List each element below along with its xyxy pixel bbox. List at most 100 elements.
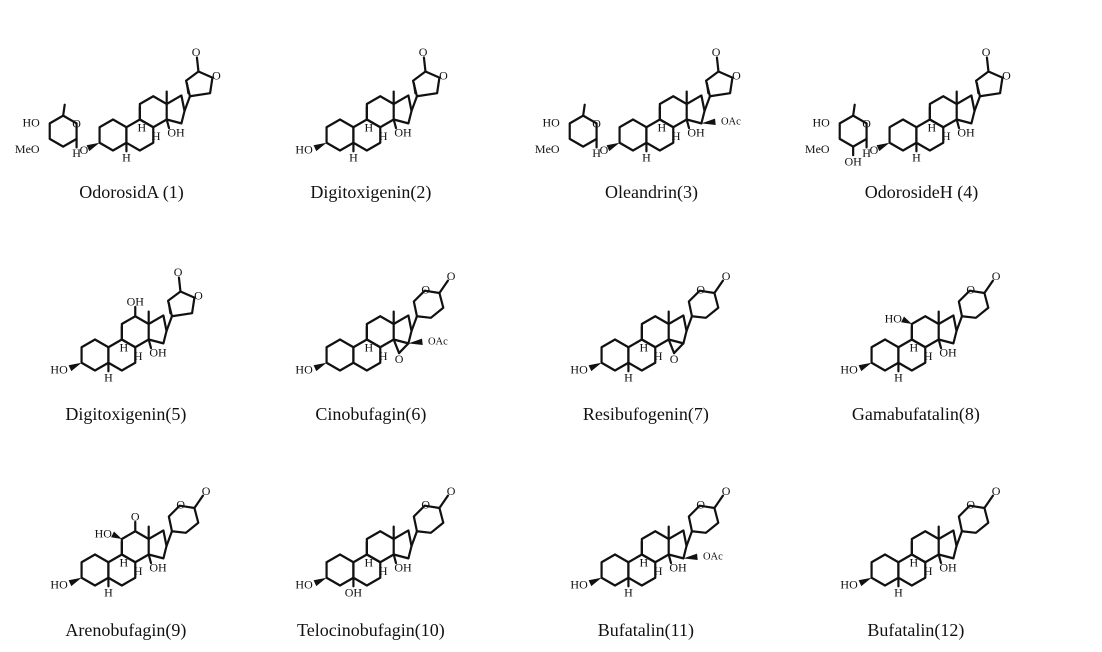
h-label: H bbox=[138, 120, 147, 134]
c17-bond bbox=[165, 315, 174, 333]
carbonyl-bond bbox=[715, 56, 720, 73]
ring-d bbox=[392, 529, 413, 560]
c16-oac-label: OAc bbox=[721, 116, 741, 127]
compound-name: Arenobufagin(9) bbox=[65, 620, 186, 641]
h-label: H bbox=[924, 349, 933, 363]
carbonyl-bond bbox=[195, 56, 200, 73]
c14-bond bbox=[667, 553, 673, 565]
c3-wedge bbox=[858, 577, 872, 587]
carbonyl-bond bbox=[983, 494, 995, 510]
c12-oh-label: OH bbox=[127, 295, 145, 309]
c3-oh-label: HO bbox=[295, 578, 313, 592]
sugar-ome-label: MeO bbox=[805, 142, 830, 156]
ring-oxygen: O bbox=[421, 498, 430, 512]
c3-oh-label: HO bbox=[295, 143, 313, 157]
c17-bond bbox=[955, 315, 964, 333]
ring-a bbox=[888, 118, 918, 152]
ring-oxygen: O bbox=[439, 69, 448, 83]
h-label: H bbox=[152, 129, 161, 143]
ring-a bbox=[325, 118, 355, 152]
c17-bond bbox=[703, 95, 712, 113]
ring-a bbox=[618, 118, 648, 152]
c5-label: H bbox=[912, 150, 921, 164]
carbonyl-oxygen: O bbox=[982, 45, 991, 59]
sugar-ring bbox=[48, 114, 78, 148]
c3-wedge bbox=[313, 577, 327, 587]
c14-oh-label: OH bbox=[939, 346, 957, 360]
sugar-methyl bbox=[62, 103, 66, 117]
h-label: H bbox=[134, 564, 143, 578]
c5-label: H bbox=[624, 370, 633, 384]
c14-bond bbox=[147, 338, 153, 350]
ring-a bbox=[870, 338, 900, 372]
compound-name: Telocinobufagin(10) bbox=[297, 620, 445, 641]
carbonyl-oxygen: O bbox=[192, 45, 201, 59]
carbonyl-bond bbox=[713, 494, 725, 510]
c3-wedge bbox=[68, 362, 82, 372]
h-label: H bbox=[672, 129, 681, 143]
carbonyl-bond bbox=[438, 279, 450, 295]
c11-wedge bbox=[901, 316, 912, 324]
sugar-methyl bbox=[582, 103, 586, 117]
carbonyl-bond bbox=[983, 279, 995, 295]
h-label: H bbox=[379, 349, 388, 363]
epoxide-bond bbox=[392, 338, 401, 355]
epoxide-oxygen: O bbox=[670, 352, 679, 366]
compound-name: Digitoxigenin(2) bbox=[310, 182, 431, 203]
ring-oxygen: O bbox=[176, 498, 185, 512]
c14-bond bbox=[937, 338, 943, 350]
c5-label: H bbox=[642, 150, 651, 164]
c3-wedge bbox=[606, 142, 620, 152]
h-label: H bbox=[654, 349, 663, 363]
h-label: H bbox=[365, 340, 374, 354]
butenolide-ring bbox=[411, 70, 441, 98]
c3-wedge bbox=[858, 362, 872, 372]
compound-name: OdorosidA (1) bbox=[79, 182, 184, 203]
c5-label: H bbox=[894, 370, 903, 384]
ring-d bbox=[147, 314, 168, 345]
c14-bond bbox=[392, 118, 398, 130]
h-label: H bbox=[120, 340, 129, 354]
compound-name: Bufatalin(12) bbox=[867, 620, 964, 641]
c14-oh-label: OH bbox=[957, 126, 975, 140]
butenolide-ring bbox=[704, 70, 734, 98]
ring-a bbox=[80, 553, 110, 587]
carbonyl-oxygen: O bbox=[722, 484, 731, 498]
double-bond bbox=[185, 81, 190, 95]
double-bond bbox=[705, 81, 710, 95]
ring-oxygen: O bbox=[696, 283, 705, 297]
h-label: H bbox=[658, 120, 667, 134]
sugar-oh-label: HO bbox=[542, 116, 560, 130]
epoxide-bond bbox=[672, 342, 685, 355]
h-label: H bbox=[379, 129, 388, 143]
carbonyl-bond bbox=[985, 56, 990, 73]
carbonyl-bond bbox=[177, 276, 182, 293]
c12-oxo-label: O bbox=[131, 510, 140, 524]
c16-wedge bbox=[683, 553, 698, 561]
c3-oh-label: HO bbox=[840, 578, 858, 592]
compound-name: Cinobufagin(6) bbox=[315, 404, 426, 425]
sugar-ring bbox=[568, 114, 598, 148]
ring-a bbox=[325, 553, 355, 587]
c5-label: H bbox=[104, 370, 113, 384]
double-bond bbox=[412, 81, 417, 95]
carbonyl-oxygen: O bbox=[447, 484, 456, 498]
c11-wedge bbox=[111, 531, 122, 539]
c14-bond bbox=[392, 553, 398, 565]
c17-bond bbox=[410, 530, 419, 548]
c3-wedge bbox=[313, 142, 327, 152]
compound-name: Oleandrin(3) bbox=[605, 182, 698, 203]
sugar-oh2-label: OH bbox=[844, 154, 862, 168]
anomeric-h-label: H bbox=[592, 146, 601, 160]
sugar-ome-label: MeO bbox=[535, 142, 560, 156]
compound-name: OdorosideH (4) bbox=[865, 182, 978, 203]
h-label: H bbox=[120, 555, 129, 569]
carbonyl-oxygen: O bbox=[447, 269, 456, 283]
anomeric-h-label: H bbox=[72, 146, 81, 160]
carbonyl-oxygen: O bbox=[174, 265, 183, 279]
